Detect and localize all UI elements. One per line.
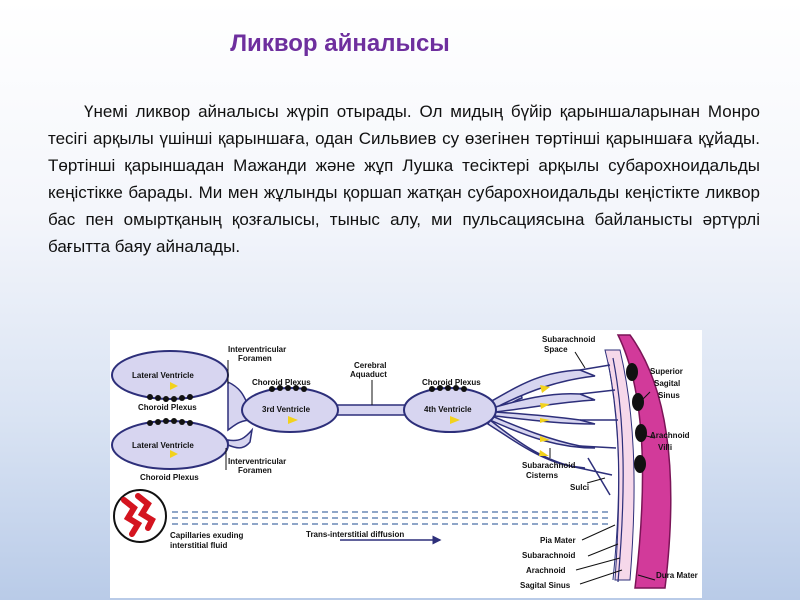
label-cerebral-aquaduct-2: Aquaduct bbox=[350, 370, 387, 379]
label-pia-mater: Pia Mater bbox=[540, 536, 576, 545]
label-capillaries-2: interstitial fluid bbox=[170, 541, 227, 550]
csf-circulation-diagram: Lateral Ventricle Choroid Plexus Lateral… bbox=[110, 330, 702, 598]
label-interventricular-foramen-top-2: Foramen bbox=[238, 354, 272, 363]
label-choroid-plexus-3rd: Choroid Plexus bbox=[252, 378, 311, 387]
label-superior-sagital-sinus-3: Sinus bbox=[658, 391, 680, 400]
label-trans-interstitial: Trans-interstitial diffusion bbox=[306, 530, 404, 539]
label-arachnoid-layer: Arachnoid bbox=[526, 566, 566, 575]
label-dura-mater: Dura Mater bbox=[656, 571, 698, 580]
label-capillaries-1: Capillaries exuding bbox=[170, 531, 243, 540]
meninges bbox=[604, 334, 672, 589]
capillary-icon bbox=[113, 489, 167, 543]
label-interventricular-foramen-top-1: Interventricular bbox=[228, 345, 286, 354]
label-arachnoid-villi-2: Villi bbox=[658, 443, 672, 452]
label-interventricular-foramen-bottom-2: Foramen bbox=[238, 466, 272, 475]
label-subarachnoid-cisterns-2: Cisterns bbox=[526, 471, 559, 480]
label-subarachnoid-layer: Subarachnoid bbox=[522, 551, 575, 560]
label-interventricular-foramen-bottom-1: Interventricular bbox=[228, 457, 286, 466]
sulci-lines bbox=[569, 364, 618, 496]
body-paragraph: Үнемі ликвор айналысы жүріп отырады. Ол … bbox=[48, 102, 760, 256]
outflow-channels bbox=[487, 369, 596, 469]
label-arachnoid-villi-1: Arachnoid bbox=[650, 431, 690, 440]
flow-arrows bbox=[170, 382, 550, 458]
label-fourth-ventricle: 4th Ventricle bbox=[424, 405, 472, 414]
page-title: Ликвор айналысы bbox=[230, 30, 450, 57]
label-choroid-plexus-4th: Choroid Plexus bbox=[422, 378, 481, 387]
diffusion-lines bbox=[172, 511, 610, 525]
label-superior-sagital-sinus-1: Superior bbox=[650, 367, 683, 376]
label-subarachnoid-space-2: Space bbox=[544, 345, 568, 354]
label-subarachnoid-cisterns-1: Subarachnoid bbox=[522, 461, 575, 470]
label-choroid-plexus-left-top: Choroid Plexus bbox=[138, 403, 197, 412]
label-choroid-plexus-left-bottom: Choroid Plexus bbox=[140, 473, 199, 482]
label-sagital-sinus-layer: Sagital Sinus bbox=[520, 581, 571, 590]
lateral-ventricle-bottom bbox=[111, 420, 229, 470]
diagram-svg: Lateral Ventricle Choroid Plexus Lateral… bbox=[111, 334, 698, 590]
label-superior-sagital-sinus-2: Sagital bbox=[654, 379, 680, 388]
choroid-plexus-bumps bbox=[147, 385, 467, 426]
label-cerebral-aquaduct-1: Cerebral bbox=[354, 361, 386, 370]
leader-lines bbox=[225, 351, 656, 585]
label-lateral-ventricle-top: Lateral Ventricle bbox=[132, 371, 194, 380]
label-third-ventricle: 3rd Ventricle bbox=[262, 405, 311, 414]
label-subarachnoid-space-1: Subarachnoid bbox=[542, 335, 595, 344]
label-lateral-ventricle-bottom: Lateral Ventricle bbox=[132, 441, 194, 450]
label-sulci: Sulci bbox=[570, 483, 589, 492]
